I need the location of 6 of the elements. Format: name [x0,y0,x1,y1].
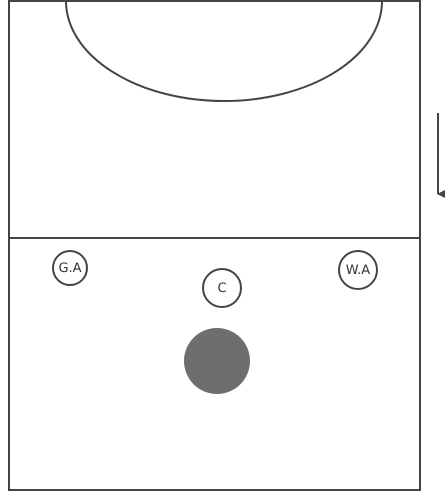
position-label: W.A [346,262,370,278]
position-label: C [217,280,227,296]
position-circle [202,268,242,308]
position-label: G.A [58,260,82,276]
position-circle [52,250,88,286]
position-circle [338,250,378,290]
